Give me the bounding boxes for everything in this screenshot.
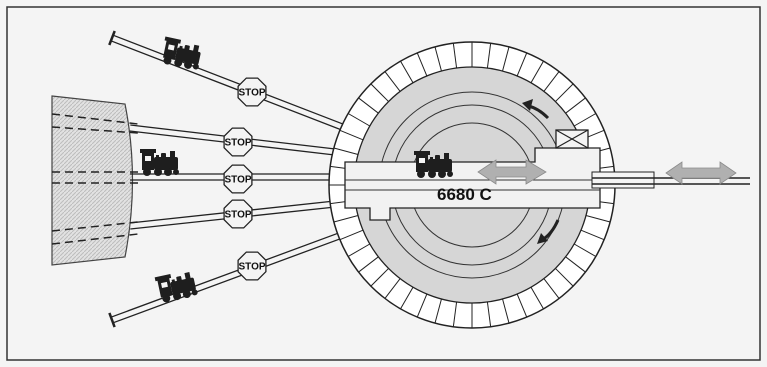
ring-segment	[580, 229, 605, 241]
stall-tracks	[108, 30, 352, 328]
ring-segment	[339, 129, 364, 141]
ring-segment	[555, 268, 574, 287]
stop-sign-label: STOP	[224, 210, 251, 221]
control-box-icon	[555, 129, 589, 149]
ring-segment	[333, 215, 359, 223]
track-rail	[110, 40, 350, 134]
ring-segment	[384, 71, 401, 92]
buffer-stop	[108, 30, 116, 46]
stop-sign-icon: STOP	[223, 199, 253, 229]
ring-segment	[565, 256, 586, 273]
ring-segment	[400, 286, 414, 310]
stop-sign-icon: STOP	[223, 164, 253, 194]
stop-sign-icon: STOP	[223, 127, 253, 157]
ring-segment	[370, 268, 389, 287]
ring-segment	[565, 97, 586, 114]
ring-segment	[416, 293, 428, 318]
ring-segment	[516, 293, 528, 318]
ring-segment	[400, 60, 414, 84]
ring-segment	[370, 83, 389, 102]
model-label: 6680 C	[437, 185, 492, 204]
ring-segment	[543, 278, 560, 299]
double-arrow-icon	[665, 161, 737, 185]
ring-segment	[347, 243, 371, 257]
ring-segment	[555, 83, 574, 102]
ring-segment	[502, 298, 510, 324]
rotation-arrow-icon	[522, 99, 550, 120]
ring-segment	[452, 301, 458, 327]
ring-segment	[530, 286, 544, 310]
ring-segment	[347, 113, 371, 127]
stop-signs: STOP STOP STOP STOP STOP	[223, 77, 267, 281]
stop-sign-icon: STOP	[237, 77, 267, 107]
stop-sign-label: STOP	[224, 175, 251, 186]
buffer-stop	[108, 312, 116, 328]
ring-segment	[516, 52, 528, 77]
ring-segment	[358, 256, 379, 273]
ring-segment	[434, 298, 442, 324]
double-arrow-icon	[477, 159, 547, 185]
ring-segment	[333, 147, 359, 155]
ring-segment	[452, 43, 458, 69]
ring-segment	[416, 52, 428, 77]
stop-sign-label: STOP	[238, 88, 265, 99]
ring-segment	[573, 243, 597, 257]
ring-segment	[358, 97, 379, 114]
track-rail	[112, 34, 352, 128]
ring-segment	[339, 229, 364, 241]
ring-segment	[585, 215, 611, 223]
ring-segment	[573, 113, 597, 127]
track-rail	[110, 228, 350, 318]
rotation-arrow-icon	[537, 219, 560, 244]
track-rail	[112, 234, 352, 324]
turntable-ring-segments	[329, 42, 615, 328]
stop-sign-icon: STOP	[237, 251, 267, 281]
stop-sign-label: STOP	[224, 138, 251, 149]
ring-segment	[486, 301, 492, 327]
ring-segment	[384, 278, 401, 299]
ring-segment	[530, 60, 544, 84]
ring-segment	[486, 43, 492, 69]
stop-sign-label: STOP	[238, 262, 265, 273]
ring-segment	[502, 46, 510, 72]
engine-shed	[51, 95, 140, 266]
ring-segment	[543, 71, 560, 92]
ring-segment	[434, 46, 442, 72]
